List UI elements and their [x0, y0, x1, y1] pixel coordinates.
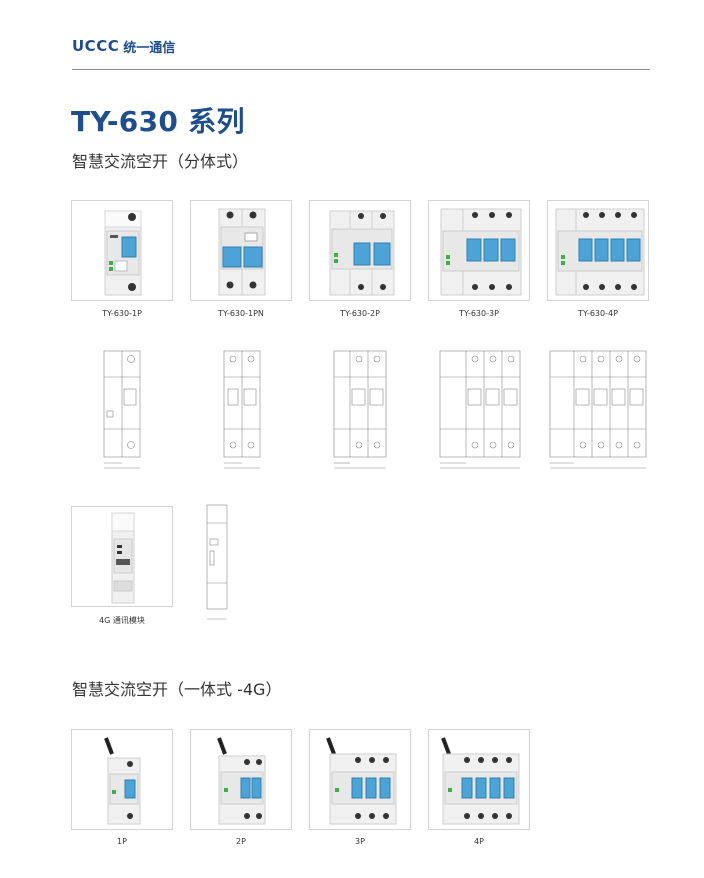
product-caption: TY-630-1P [102, 309, 142, 318]
dimension-drawing-3p [436, 349, 524, 471]
page-title: TY-630 系列 [71, 105, 245, 138]
header-divider [72, 69, 650, 70]
product-photo-2p [309, 200, 411, 301]
product-caption: TY-630-2P [340, 309, 380, 318]
product-photo-3p [428, 200, 530, 301]
integrated-caption: 1P [117, 837, 127, 846]
dimension-drawing-1pn [220, 349, 265, 471]
brand-logo: UCCC [72, 37, 120, 55]
integrated-caption: 4P [474, 837, 484, 846]
integrated-caption: 3P [355, 837, 365, 846]
dimension-drawing-1p [100, 349, 145, 471]
integrated-photo-4p [428, 729, 530, 830]
integrated-photo-3p [309, 729, 411, 830]
module-caption: 4G 通讯模块 [99, 616, 145, 625]
integrated-caption: 2P [236, 837, 246, 846]
module-photo-4g [71, 506, 173, 607]
integrated-photo-1p [71, 729, 173, 830]
product-photo-1pn [190, 200, 292, 301]
product-caption: TY-630-3P [459, 309, 499, 318]
brand-name: 统一通信 [123, 40, 176, 56]
brand-header: UCCC 统一通信 [72, 34, 175, 58]
dimension-drawing-4p [546, 349, 650, 471]
product-photo-4p [547, 200, 649, 301]
integrated-photo-2p [190, 729, 292, 830]
product-caption: TY-630-1PN [218, 309, 264, 318]
product-photo-1p [71, 200, 173, 301]
dimension-drawing-4g-module [203, 503, 231, 625]
dimension-drawing-2p [330, 349, 390, 471]
section-heading-split: 智慧交流空开（分体式） [72, 152, 249, 171]
section-heading-integrated: 智慧交流空开（一体式 -4G） [72, 680, 282, 699]
product-caption: TY-630-4P [578, 309, 618, 318]
